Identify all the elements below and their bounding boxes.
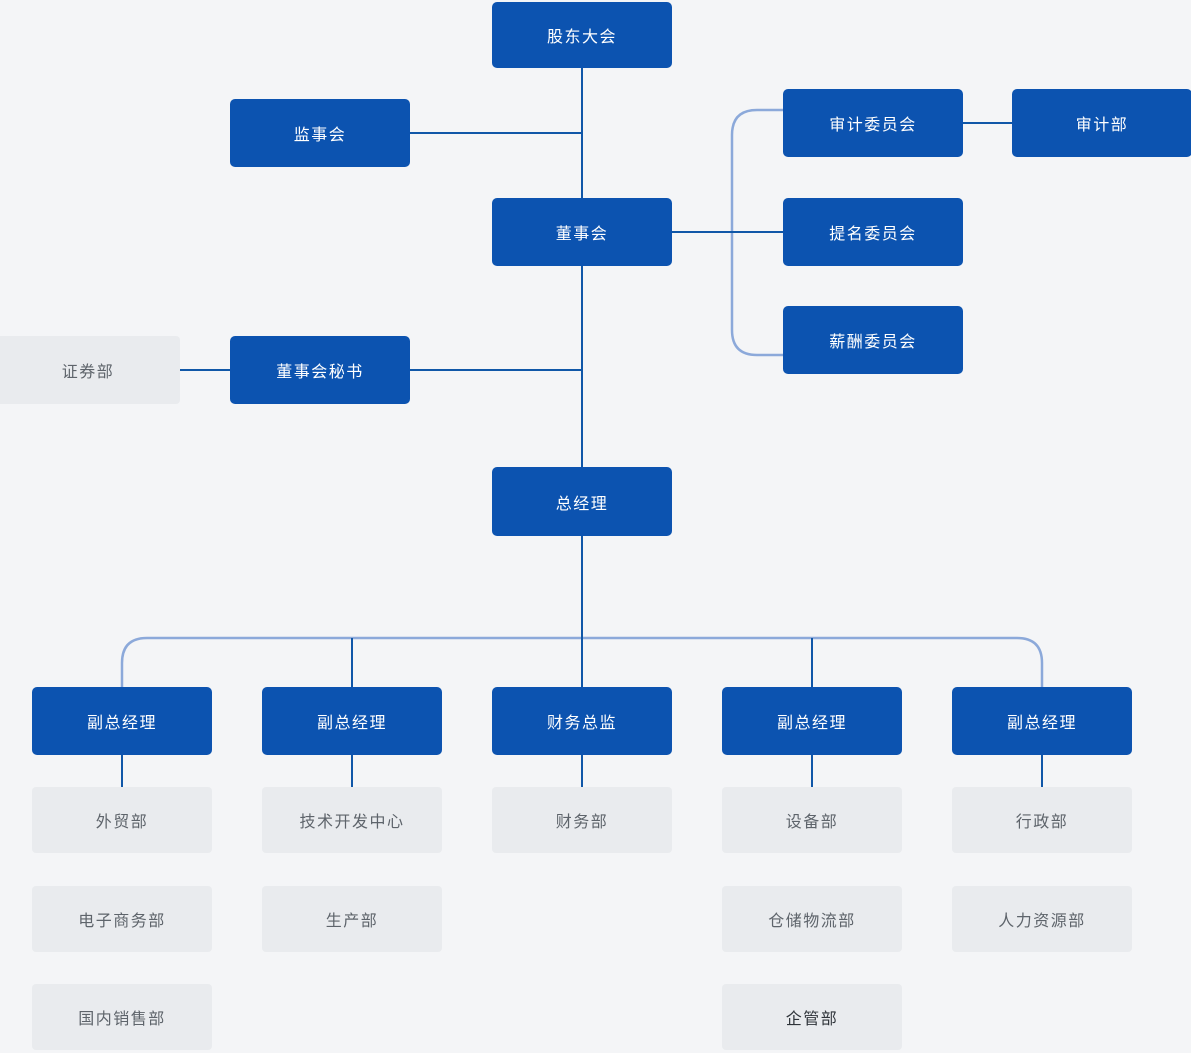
org-node-label: 技术开发中心: [299, 814, 405, 831]
org-node-label: 审计部: [1075, 117, 1129, 134]
org-node-foreign-trade-dept[interactable]: 外贸部: [32, 787, 212, 853]
org-node-label: 财务总监: [546, 715, 617, 732]
org-node-label: 副总经理: [1006, 715, 1077, 732]
org-node-hr-dept[interactable]: 人力资源部: [952, 886, 1132, 952]
org-node-board-of-directors[interactable]: 董事会: [492, 198, 672, 266]
org-node-general-manager[interactable]: 总经理: [492, 467, 672, 536]
org-node-label: 仓储物流部: [768, 913, 856, 930]
org-node-finance-dept[interactable]: 财务部: [492, 787, 672, 853]
org-node-deputy-gm-2[interactable]: 副总经理: [262, 687, 442, 755]
org-node-label: 薪酬委员会: [829, 334, 917, 351]
org-node-label: 董事会: [555, 226, 609, 243]
org-node-label: 副总经理: [316, 715, 387, 732]
org-node-label: 设备部: [785, 814, 839, 831]
org-node-label: 副总经理: [86, 715, 157, 732]
org-node-deputy-gm-3[interactable]: 副总经理: [722, 687, 902, 755]
org-node-deputy-gm-1[interactable]: 副总经理: [32, 687, 212, 755]
org-node-nomination-committee[interactable]: 提名委员会: [783, 198, 963, 266]
org-node-equipment-dept[interactable]: 设备部: [722, 787, 902, 853]
org-node-label: 企管部: [785, 1011, 839, 1028]
org-node-label: 行政部: [1015, 814, 1069, 831]
org-node-label: 生产部: [325, 913, 379, 930]
org-node-tech-development-center[interactable]: 技术开发中心: [262, 787, 442, 853]
org-node-compensation-committee[interactable]: 薪酬委员会: [783, 306, 963, 374]
org-node-label: 总经理: [555, 495, 609, 513]
org-node-securities-department[interactable]: 证券部: [0, 336, 180, 404]
org-node-label: 人力资源部: [998, 913, 1086, 930]
org-node-production-dept[interactable]: 生产部: [262, 886, 442, 952]
org-node-board-secretary[interactable]: 董事会秘书: [230, 336, 410, 404]
org-node-label: 副总经理: [776, 715, 847, 732]
org-node-finance-director[interactable]: 财务总监: [492, 687, 672, 755]
org-node-label: 审计委员会: [829, 117, 917, 134]
org-node-label: 提名委员会: [829, 226, 917, 243]
org-node-label: 证券部: [61, 364, 115, 381]
org-node-audit-department[interactable]: 审计部: [1012, 89, 1191, 157]
org-node-label: 电子商务部: [78, 913, 166, 930]
org-node-label: 董事会秘书: [276, 364, 364, 381]
org-node-label: 财务部: [555, 814, 609, 831]
org-node-warehouse-logistics-dept[interactable]: 仓储物流部: [722, 886, 902, 952]
org-node-enterprise-mgmt-dept[interactable]: 企管部: [722, 984, 902, 1050]
org-node-label: 股东大会: [546, 29, 617, 46]
org-node-ecommerce-dept[interactable]: 电子商务部: [32, 886, 212, 952]
org-node-admin-dept[interactable]: 行政部: [952, 787, 1132, 853]
org-node-label: 监事会: [293, 127, 347, 144]
org-node-shareholders-meeting[interactable]: 股东大会: [492, 2, 672, 68]
org-node-audit-committee[interactable]: 审计委员会: [783, 89, 963, 157]
org-node-supervisory-board[interactable]: 监事会: [230, 99, 410, 167]
org-node-domestic-sales-dept[interactable]: 国内销售部: [32, 984, 212, 1050]
org-node-deputy-gm-4[interactable]: 副总经理: [952, 687, 1132, 755]
org-node-label: 国内销售部: [78, 1011, 166, 1028]
org-node-label: 外贸部: [95, 814, 149, 831]
